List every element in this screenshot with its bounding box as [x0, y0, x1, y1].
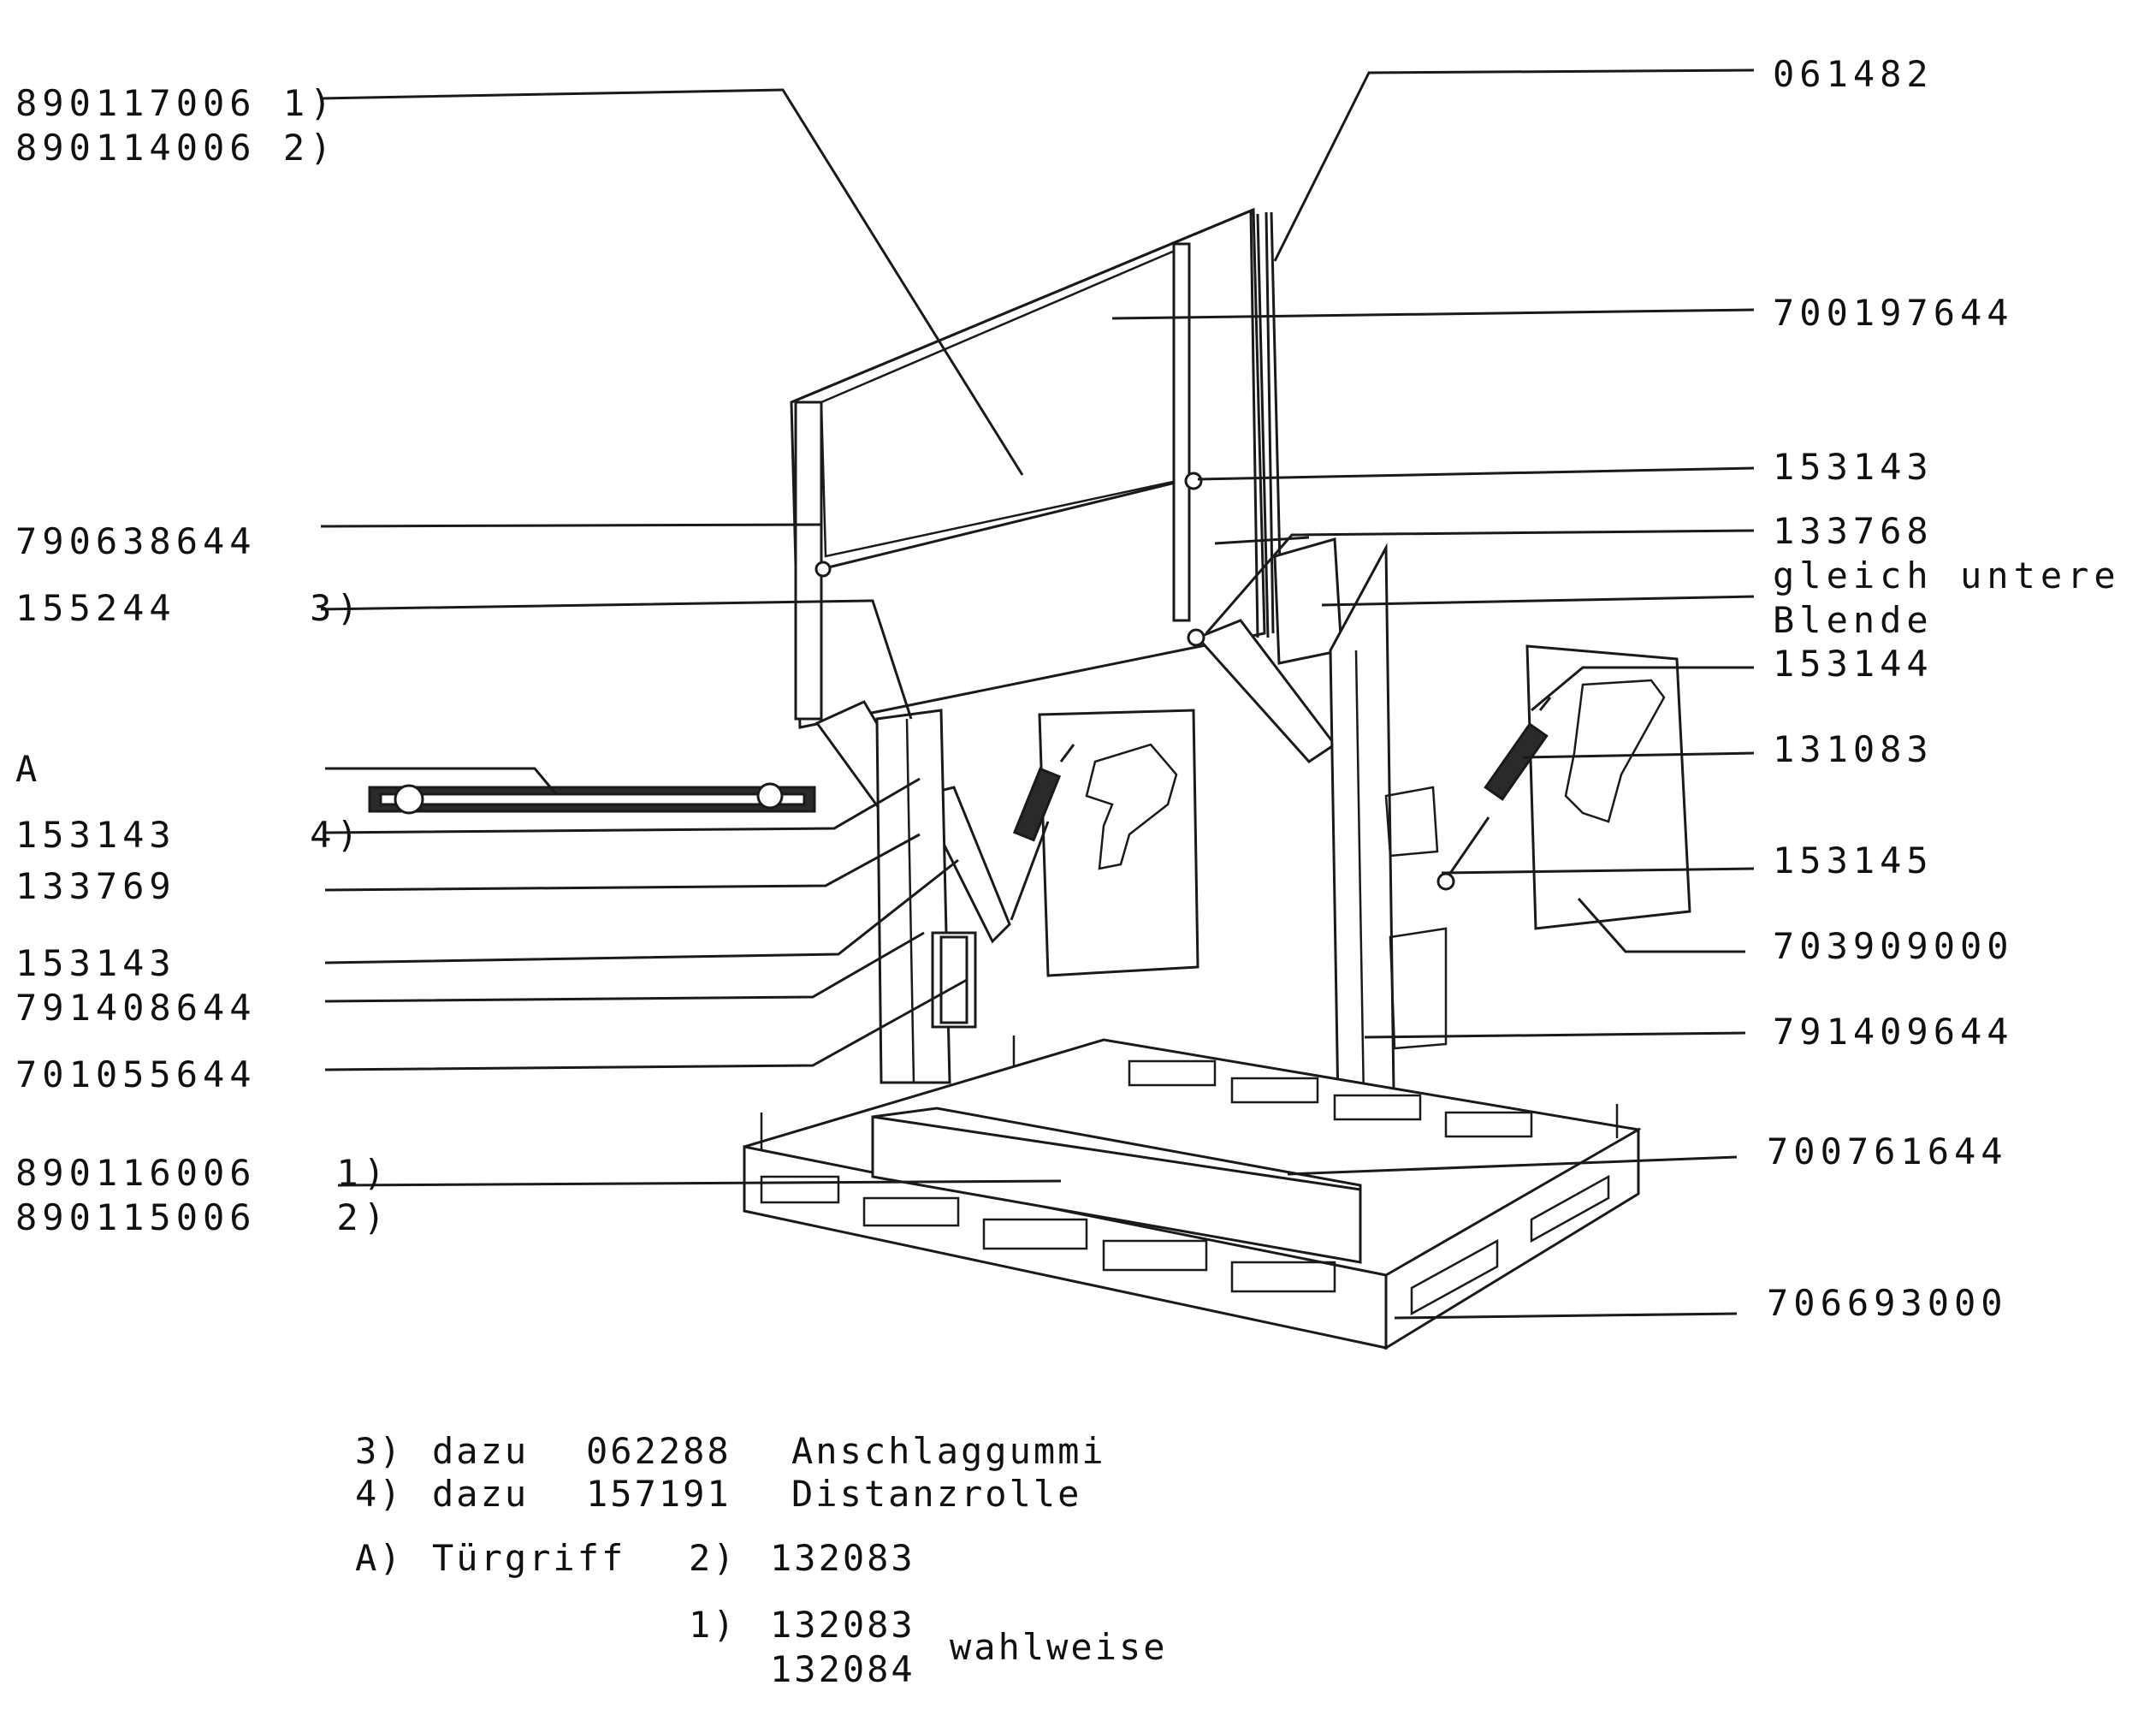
part-label-133769: 133769	[15, 865, 176, 907]
note-4-name: Distanzrolle	[791, 1473, 1082, 1515]
part-label-blende: Blende	[1773, 599, 1934, 641]
part-label-700197644: 700197644	[1773, 292, 2014, 334]
note-4-part: 157191	[586, 1473, 732, 1515]
part-label-153144: 153144	[1773, 643, 1934, 685]
note-3-part: 062288	[586, 1430, 732, 1472]
part-label-153143-r: 153143	[1773, 446, 1934, 488]
part-label-061482: 061482	[1773, 53, 1934, 95]
part-label-791409644: 791409644	[1773, 1011, 2014, 1053]
part-label-131083: 131083	[1773, 728, 1934, 770]
side-panel	[1525, 644, 1691, 930]
note-4-marker: 4)	[355, 1473, 404, 1515]
part-label-791408644: 791408644	[15, 987, 257, 1029]
note-a-opt2: 2)	[689, 1537, 737, 1579]
front-blende	[871, 1107, 1362, 1264]
part-label-790638644: 790638644	[15, 520, 257, 562]
part-label-133768: 133768	[1773, 510, 1934, 552]
cover-plate	[1273, 537, 1343, 665]
part-label-700761644: 700761644	[1767, 1130, 2008, 1172]
door-panel	[790, 207, 1275, 729]
part-label-gleich-untere: gleich untere	[1773, 555, 2121, 596]
part-label-703909000: 703909000	[1773, 925, 2014, 967]
part-label-706693000: 706693000	[1767, 1282, 2008, 1324]
note-4-word: dazu	[432, 1473, 530, 1515]
note-a-part1b: 132084	[770, 1648, 915, 1690]
part-label-153145: 153145	[1773, 840, 1934, 881]
note-a-marker: A)	[355, 1537, 404, 1579]
part-label-890114006: 890114006 2)	[15, 127, 337, 169]
back-panel	[1038, 709, 1199, 977]
left-upright	[875, 709, 977, 1084]
note-a-opt1: 1)	[689, 1604, 737, 1646]
part-label-153143-4: 153143 4)	[15, 814, 364, 856]
gas-spring-left	[1010, 744, 1075, 921]
note-a-part1a: 132083	[770, 1604, 915, 1646]
part-label-890115006: 890115006 2)	[15, 1196, 391, 1238]
part-label-153143-b: 153143	[15, 942, 176, 984]
note-3-name: Anschlaggummi	[791, 1430, 1106, 1472]
note-a-word: Türgriff	[432, 1537, 626, 1579]
part-label-A: A	[15, 748, 43, 790]
right-upright	[1329, 543, 1448, 1157]
leader-lines	[320, 68, 1755, 1320]
note-3-marker: 3)	[355, 1430, 404, 1472]
note-a-part2: 132083	[770, 1537, 915, 1579]
note-3-word: dazu	[432, 1430, 530, 1472]
part-label-890117006: 890117006 1)	[15, 82, 337, 124]
part-label-155244: 155244 3)	[15, 587, 364, 629]
door-handle	[368, 782, 816, 815]
part-label-701055644: 701055644	[15, 1053, 257, 1095]
note-a-choice: wahlweise	[950, 1626, 1168, 1668]
part-label-890116006: 890116006 1)	[15, 1152, 391, 1194]
